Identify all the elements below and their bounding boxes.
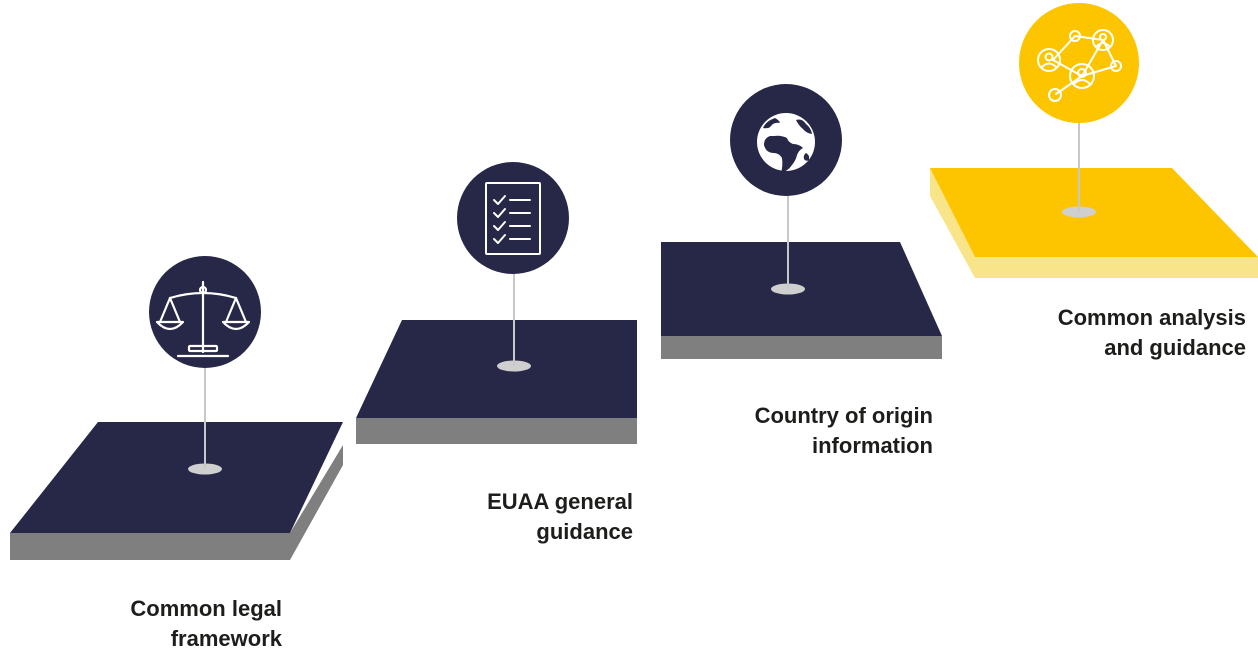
step-4-label: Common analysis and guidance bbox=[1058, 303, 1246, 363]
step-3-label-line-1: Country of origin bbox=[754, 403, 933, 428]
step-4-label-line-2: and guidance bbox=[1104, 335, 1246, 360]
step-4-label-line-1: Common analysis bbox=[1057, 305, 1246, 330]
people-network-icon bbox=[1037, 29, 1122, 102]
step-1-label-line-1: Common legal bbox=[130, 596, 282, 621]
step-1-icon-disc bbox=[149, 256, 261, 368]
step-3-country-of-origin-information bbox=[661, 84, 942, 359]
step-1-label: Common legal framework bbox=[130, 594, 282, 654]
step-1-common-legal-framework bbox=[10, 256, 343, 560]
step-4-platform-side bbox=[930, 168, 1258, 278]
step-1-platform-top bbox=[10, 422, 343, 533]
checklist-document-icon bbox=[485, 182, 541, 255]
step-2-label-line-2: guidance bbox=[536, 519, 633, 544]
globe-icon bbox=[757, 113, 815, 173]
scales-of-justice-icon bbox=[155, 280, 251, 358]
step-1-platform-side bbox=[10, 445, 343, 560]
step-3-label: Country of origin information bbox=[755, 401, 933, 461]
step-1-label-line-2: framework bbox=[170, 626, 282, 651]
step-4-common-analysis-and-guidance bbox=[930, 3, 1258, 278]
step-2-platform-side bbox=[356, 418, 637, 444]
step-2-label-line-1: EUAA general bbox=[487, 489, 633, 514]
step-2-platform-top bbox=[356, 320, 637, 418]
step-2-euaa-general-guidance bbox=[356, 162, 637, 444]
step-3-label-line-2: information bbox=[812, 433, 933, 458]
step-2-label: EUAA general guidance bbox=[487, 487, 633, 547]
step-3-platform-side bbox=[661, 336, 942, 359]
step-2-icon-disc bbox=[457, 162, 569, 274]
